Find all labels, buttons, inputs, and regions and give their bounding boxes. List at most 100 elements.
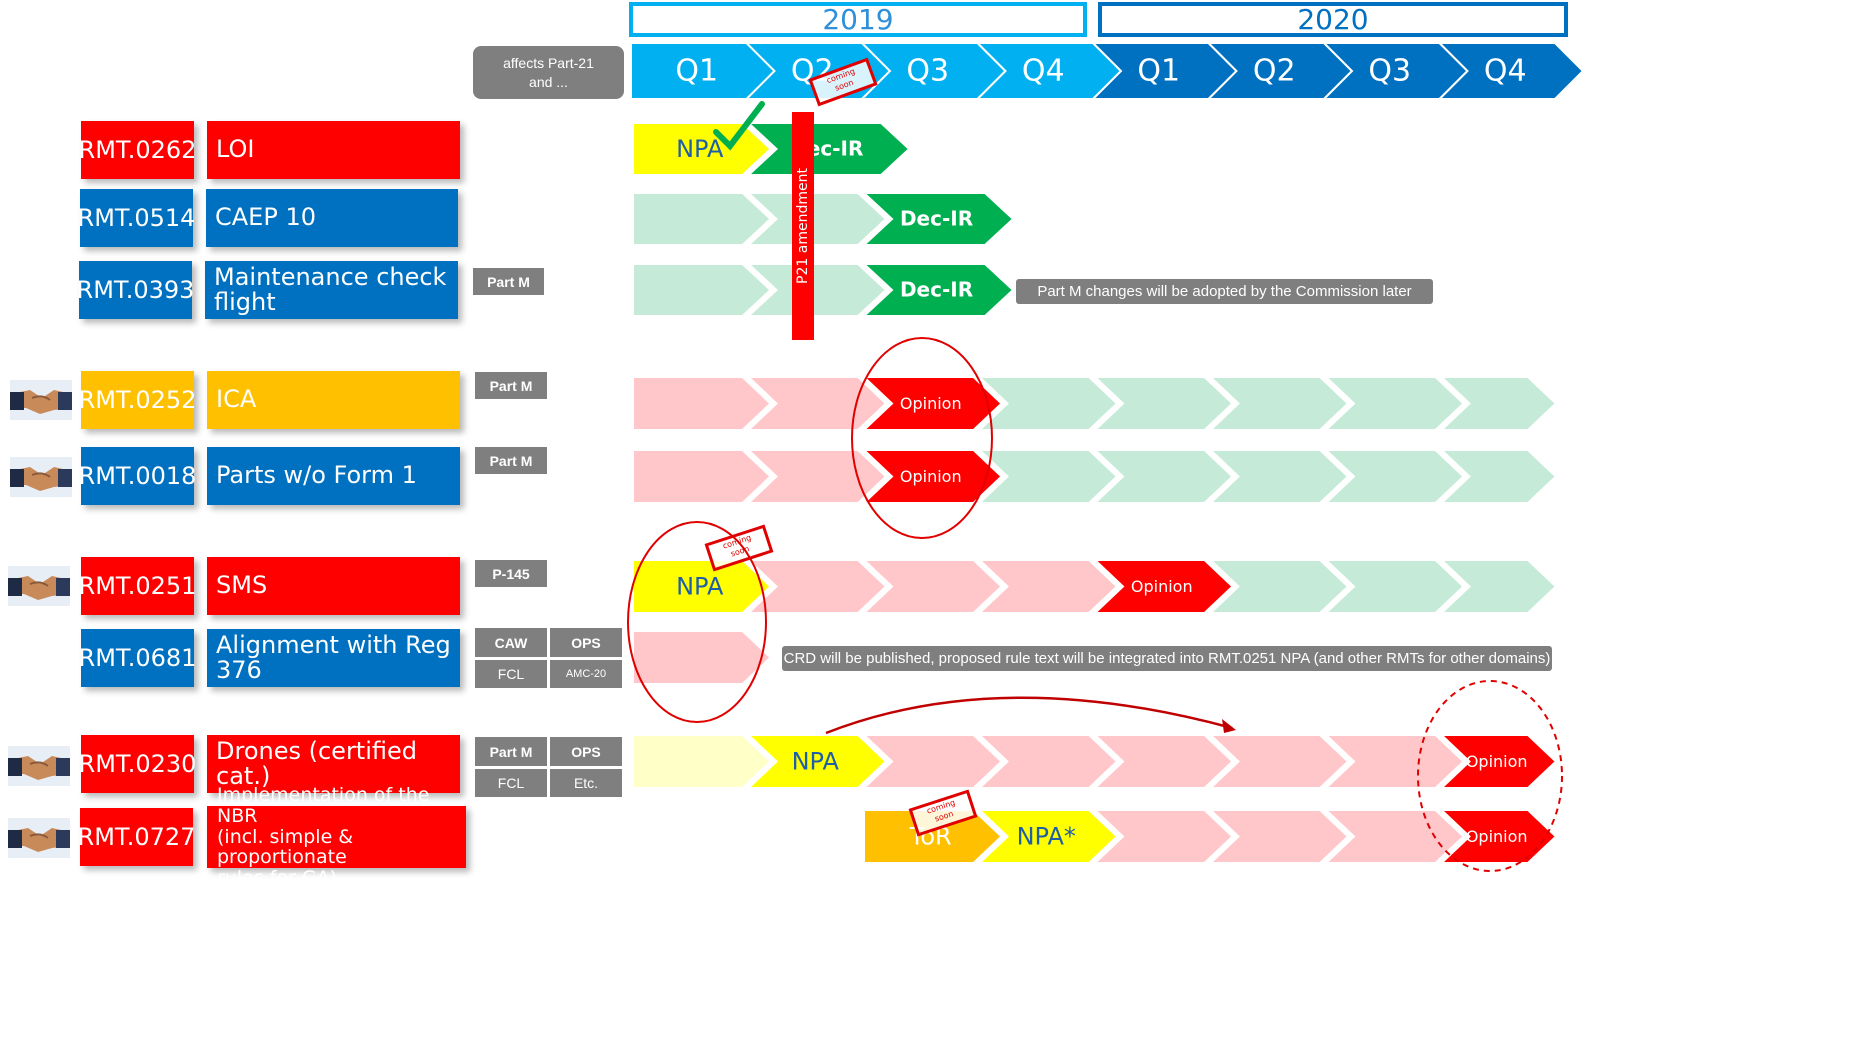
- phase-chevron: [861, 734, 1003, 789]
- handshake-icon: [8, 746, 70, 786]
- phase-label: Opinion: [1466, 752, 1528, 771]
- rmt-0727-title-line-2: (incl. simple & proportionate: [217, 825, 354, 869]
- rmt-title-0514: CAEP 10: [206, 189, 458, 247]
- affects-line-1: affects Part-21: [503, 55, 594, 72]
- rmt-id-0681: RMT.0681: [79, 629, 196, 687]
- quarter-label: Q3: [1368, 54, 1411, 89]
- phase-chevron: [1092, 376, 1234, 431]
- phase-chevron: [1207, 734, 1350, 789]
- phase-chevron: [632, 734, 772, 789]
- note-crd: CRD will be published, proposed rule tex…: [782, 646, 1552, 671]
- phase-chevron: [1092, 809, 1234, 864]
- tag-p145: P-145: [475, 560, 547, 587]
- phase-chevron: [632, 630, 772, 685]
- note-part-m-later: Part M changes will be adopted by the Co…: [1016, 279, 1433, 304]
- quarter-label: Q4: [1022, 54, 1065, 89]
- phase-label: Dec-IR: [900, 278, 973, 302]
- phase-chevron: [745, 376, 888, 431]
- rmt-id-0018: RMT.0018: [79, 447, 196, 505]
- affects-line-2: and ...: [529, 73, 568, 90]
- phase-chevron: [1207, 376, 1350, 431]
- phase-chevron: [745, 122, 911, 176]
- phase-chevron: [745, 559, 888, 614]
- tag-fcl-0230: FCL: [475, 769, 547, 797]
- stamp-frame: [908, 789, 978, 837]
- phase-chevron: [745, 734, 888, 789]
- tag-part-m-0252: Part M: [475, 372, 547, 399]
- check-mark-icon: [713, 101, 765, 151]
- phase-chevron: [745, 449, 888, 504]
- phase-chevron: [1438, 559, 1558, 614]
- year-2019-box: 2019: [629, 2, 1087, 37]
- phase-chevron: [976, 376, 1119, 431]
- quarter-label: Q1: [1137, 54, 1180, 89]
- quarter-label: Q2: [1253, 54, 1296, 89]
- phase-chevron: [1092, 449, 1234, 504]
- quarter-label: Q3: [906, 54, 949, 89]
- phase-chevron: [632, 449, 772, 504]
- rmt-id-0230: RMT.0230: [79, 735, 196, 793]
- phase-label: NPA: [676, 573, 724, 601]
- tag-ops-0230: OPS: [550, 737, 622, 766]
- phase-chevron: [1207, 559, 1350, 614]
- handshake-icon: [8, 566, 70, 606]
- tag-part-m-0393: Part M: [473, 268, 544, 295]
- highlight-ellipse: [851, 337, 993, 539]
- p21-amendment-label: P21 amendment: [795, 168, 811, 284]
- rmt-title-0018: Parts w/o Form 1: [207, 447, 460, 505]
- highlight-ellipse: [627, 521, 767, 723]
- rmt-title-0681: Alignment with Reg 376: [207, 629, 460, 687]
- tag-amc20: AMC-20: [550, 660, 622, 688]
- phase-chevron: [976, 734, 1119, 789]
- phase-chevron: [1323, 449, 1465, 504]
- highlight-ellipse-dashed: [1417, 680, 1563, 872]
- rmt-id-0251: RMT.0251: [79, 557, 196, 615]
- rmt-id-0727: RMT.0727: [78, 808, 195, 866]
- handshake-icon: [8, 818, 70, 858]
- phase-chevron: [632, 263, 772, 317]
- quarter-label: Q4: [1484, 54, 1527, 89]
- rmt-title-0727: Implementation of the NBR (incl. simple …: [207, 784, 466, 889]
- handshake-icon: [10, 457, 72, 497]
- phase-chevron: [745, 192, 888, 246]
- phase-chevron: [861, 449, 1003, 504]
- phase-label: NPA: [792, 748, 840, 776]
- tag-part-m-0230: Part M: [475, 737, 547, 766]
- phase-chevron: [861, 376, 1003, 431]
- rmt-id-0393: RMT.0393: [77, 261, 194, 319]
- arrow-head: [1222, 719, 1236, 733]
- rmt-title-0251: SMS: [207, 557, 460, 615]
- rmt-title-0262: LOI: [207, 121, 460, 179]
- phase-chevron: [1323, 809, 1465, 864]
- phase-chevron: [1323, 559, 1465, 614]
- phase-chevron: [1438, 734, 1558, 789]
- phase-chevron: [861, 559, 1003, 614]
- phase-chevron: [1092, 734, 1234, 789]
- year-2020-box: 2020: [1098, 2, 1568, 37]
- phase-chevron: [745, 263, 888, 317]
- phase-chevron: [861, 263, 1015, 317]
- quarter-chevron: [1437, 42, 1585, 100]
- p21-amendment-bar: [792, 112, 814, 340]
- curved-arrow: [825, 696, 1233, 735]
- rmt-title-0230: Drones (certified cat.): [207, 735, 460, 793]
- handshake-icon: [10, 380, 72, 420]
- tag-part-m-0018: Part M: [475, 447, 547, 474]
- tag-caw: CAW: [475, 628, 547, 657]
- tag-fcl-0681: FCL: [475, 660, 547, 688]
- phase-chevron: [976, 809, 1119, 864]
- rmt-title-0393: Maintenance check flight: [205, 261, 458, 319]
- phase-chevron: [1323, 734, 1465, 789]
- phase-chevron: [1207, 449, 1350, 504]
- rmt-0727-title-line-3: rules for GA): [217, 867, 338, 890]
- phase-label: Opinion: [900, 467, 962, 486]
- phase-label: NPA: [676, 135, 724, 163]
- tag-etc: Etc.: [550, 769, 622, 797]
- tag-ops-0681: OPS: [550, 628, 622, 657]
- quarter-label: Q1: [675, 54, 718, 89]
- phase-chevron: [1092, 559, 1234, 614]
- stamp-frame: [808, 57, 878, 107]
